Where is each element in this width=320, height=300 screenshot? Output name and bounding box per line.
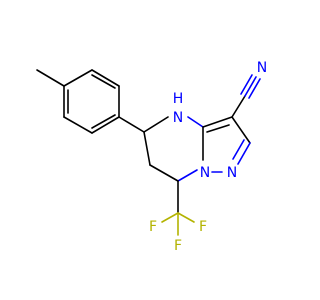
bond-ring-3-inner — [91, 114, 116, 129]
bond-ring-5 — [91, 69, 120, 87]
bond-ring-2 — [63, 116, 93, 134]
bond-n7a-c7 — [177, 169, 198, 182]
bond-ring-3 — [91, 116, 120, 134]
atom-label-f-bottom: F — [174, 238, 182, 254]
bond-c5-nh — [143, 116, 169, 133]
bond-cn-triple-3 — [248, 78, 261, 99]
atom-label-n-pyrazole: N — [227, 165, 237, 181]
bond-c3-cn — [231, 95, 246, 118]
bond-c7-c6 — [149, 164, 179, 182]
bond-c3-c2 — [231, 116, 251, 144]
atom-label-h: H — [173, 91, 184, 107]
bond-aryl-c5 — [118, 116, 145, 133]
structure-canvas: H N N N N F F F — [36, 60, 268, 254]
bond-cf3-f-right — [177, 212, 195, 223]
molecule-diagram: H N N N N F F F — [36, 60, 267, 254]
atom-label-f-right: F — [199, 219, 207, 235]
bond-c2-n1 — [237, 142, 251, 165]
bond-ring-5-inner — [91, 74, 116, 89]
bond-nh-c3a — [187, 116, 204, 128]
bond-c3a-c3-inner — [206, 124, 230, 133]
bond-c3a-c3 — [202, 116, 233, 128]
atom-label-nh: N — [173, 110, 183, 126]
bond-ring-6 — [63, 69, 93, 87]
bond-c6-c5 — [143, 131, 151, 166]
bond-cf3-f-left — [161, 212, 179, 223]
bond-c2-n1-inner — [232, 139, 245, 160]
atom-label-n-bridge: N — [200, 165, 210, 181]
bond-methyl — [36, 69, 65, 87]
bond-cn-triple-2 — [240, 74, 253, 95]
atom-label-f-left: F — [149, 219, 157, 235]
bond-cn-triple-1 — [244, 76, 257, 97]
atom-label-n-nitrile: N — [257, 60, 267, 76]
